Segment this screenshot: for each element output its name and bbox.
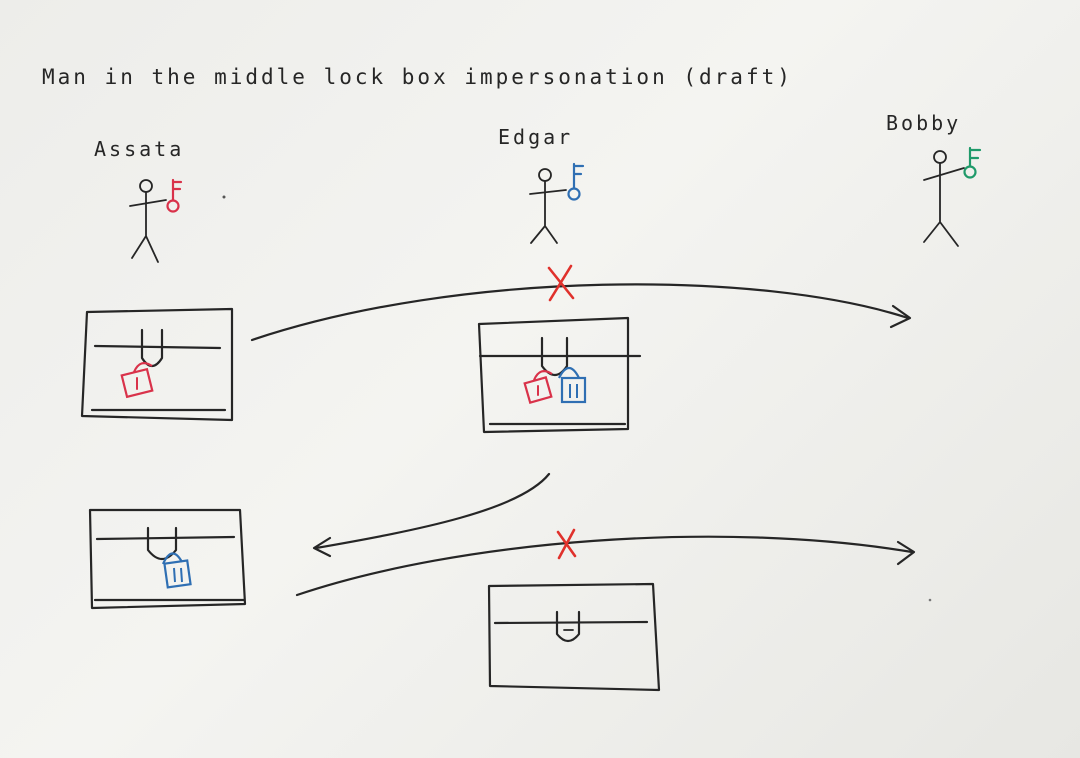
green-key-icon <box>963 146 982 179</box>
assata-figure <box>129 179 167 263</box>
box-open <box>487 582 661 692</box>
stray-dot <box>222 195 226 199</box>
arrowhead-right-2 <box>896 540 916 566</box>
bobby-figure <box>923 150 965 247</box>
blue-key-icon <box>567 162 585 201</box>
stray-dot-2 <box>928 598 932 602</box>
red-padlock-icon <box>120 362 154 399</box>
arrowhead-right <box>889 304 912 329</box>
blocked-x-mark-2 <box>556 528 577 560</box>
box-assata-blue-lock <box>88 508 247 610</box>
actor-name-bobby: Bobby <box>886 111 961 135</box>
actor-name-edgar: Edgar <box>498 125 573 149</box>
blue-padlock-icon-2 <box>161 552 192 589</box>
blocked-x-mark <box>547 264 575 302</box>
arrowhead-left <box>312 536 332 558</box>
arrow-assata-to-bobby <box>250 283 910 342</box>
box-assata-red-lock <box>80 307 234 422</box>
actor-name-assata: Assata <box>94 137 184 161</box>
red-padlock-icon-2 <box>523 370 553 405</box>
red-key-icon <box>166 178 183 213</box>
edgar-figure <box>529 168 567 244</box>
box-edgar-double-lock <box>477 316 642 434</box>
arrow-edgar-to-assata <box>314 472 551 550</box>
arrow-assata-to-bobby-2 <box>295 535 914 597</box>
blue-padlock-icon <box>558 366 587 404</box>
diagram-title: Man in the middle lock box impersonation… <box>42 65 793 89</box>
